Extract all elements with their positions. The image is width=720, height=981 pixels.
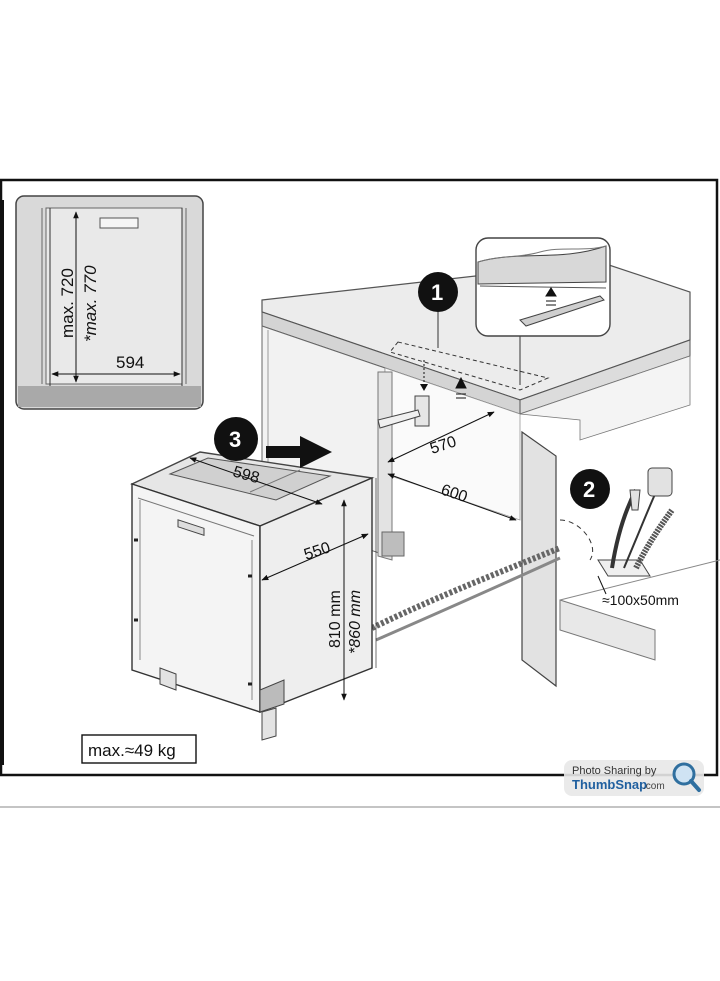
watermark-suffix: .com	[643, 781, 665, 792]
step-badge-3: 3	[214, 417, 258, 461]
step-badge-2: 2	[570, 469, 610, 509]
thumbsnap-watermark: Photo Sharing by ThumbSnap .com	[564, 760, 704, 796]
inset-max-height-alt: *max. 770	[81, 265, 100, 342]
opening-size-label: ≈100x50mm	[602, 592, 679, 608]
weight-box	[81, 734, 197, 764]
weight-label: max.≈49 kg	[88, 741, 176, 760]
watermark-line1: Photo Sharing by	[572, 765, 657, 777]
bracket-detail-callout	[475, 237, 611, 337]
floor-hose	[370, 545, 562, 631]
niche-inset: max. 720 *max. 770 594	[15, 195, 204, 410]
connection-hoses	[559, 467, 675, 595]
step-badge-1: 1	[418, 272, 458, 312]
height-alt-label: *860 mm	[347, 590, 364, 654]
inset-max-height: max. 720	[58, 268, 77, 338]
svg-text:2: 2	[583, 477, 595, 502]
watermark-brand: ThumbSnap	[572, 777, 647, 792]
dimension-lines	[189, 411, 517, 701]
appliance-width-label: 598	[231, 464, 261, 488]
inset-width: 594	[116, 353, 144, 372]
height-label: 810 mm	[327, 590, 344, 648]
svg-text:1: 1	[431, 280, 443, 305]
magnifier-icon	[672, 762, 701, 792]
svg-text:3: 3	[229, 427, 241, 452]
push-arrow	[266, 436, 332, 468]
